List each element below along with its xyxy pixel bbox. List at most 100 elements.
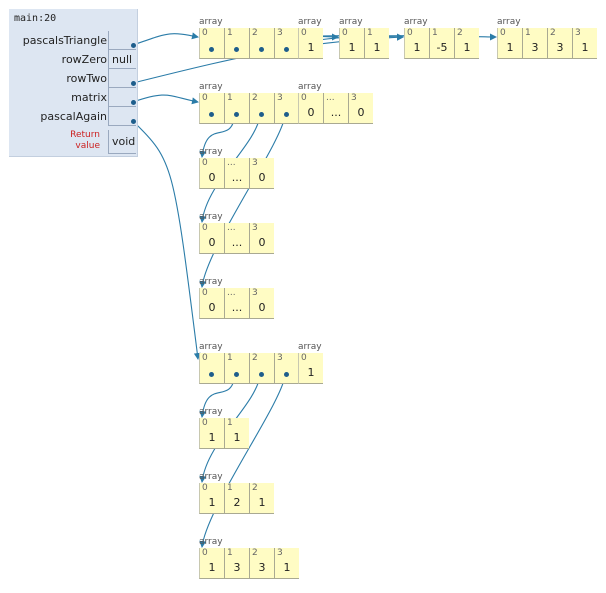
array-type-label: array <box>199 82 223 92</box>
cell-index: 2 <box>252 28 258 38</box>
array-type-label: array <box>404 17 428 27</box>
cell-index: 0 <box>202 483 208 493</box>
array-type-label: array <box>298 82 322 92</box>
arrow-pa-outer-3-to-pa-row3 <box>199 375 286 548</box>
cell-value: ... <box>231 171 243 184</box>
pointer-dot <box>234 47 239 52</box>
array-cell: 3 <box>274 93 299 124</box>
pointer-dot <box>209 372 214 377</box>
cell-index: 0 <box>202 353 208 363</box>
frame-var-pascalsTriangle: pascalsTriangle <box>9 31 138 50</box>
cell-value: -5 <box>436 41 448 54</box>
cell-index: 3 <box>252 158 258 168</box>
frame-var-rowTwo: rowTwo <box>9 69 138 88</box>
pointer-dot <box>284 372 289 377</box>
cell-index: 1 <box>525 28 531 38</box>
cell-index: 3 <box>277 353 283 363</box>
cell-value: 3 <box>258 561 266 574</box>
cell-index: ... <box>227 288 236 298</box>
cell-value: 1 <box>463 41 471 54</box>
pointer-dot <box>131 100 136 105</box>
cell-index: 1 <box>227 28 233 38</box>
cell-value: 3 <box>233 561 241 574</box>
var-slot <box>108 31 136 50</box>
cell-value: ... <box>231 236 243 249</box>
cell-index: 0 <box>342 28 348 38</box>
cell-index: 1 <box>227 353 233 363</box>
cell-value: 1 <box>348 41 356 54</box>
pointer-dot <box>131 81 136 86</box>
arrow-matrix-to-mx-outer <box>132 94 199 105</box>
pointer-dot <box>284 112 289 117</box>
pointer-dot <box>259 112 264 117</box>
cell-index: 0 <box>301 353 307 363</box>
frame-var-matrix: matrix <box>9 88 138 107</box>
array-cell: ...... <box>224 223 249 254</box>
var-name: pascalAgain <box>40 110 107 123</box>
array-type-label: array <box>298 17 322 27</box>
pointer-dot <box>234 372 239 377</box>
cell-index: 3 <box>575 28 581 38</box>
cell-index: ... <box>326 93 335 103</box>
cell-value: ... <box>231 301 243 314</box>
frame-title: main:20 <box>14 13 57 24</box>
cell-value: ... <box>330 106 342 119</box>
cell-index: 2 <box>252 93 258 103</box>
var-slot: null <box>108 50 136 69</box>
cell-value: 1 <box>506 41 514 54</box>
array-cell: 2 <box>249 353 274 384</box>
array-type-label: array <box>199 277 223 287</box>
cell-value: 1 <box>581 41 589 54</box>
cell-value: 1 <box>373 41 381 54</box>
array-cell: 0 <box>199 353 224 384</box>
var-name: matrix <box>71 91 107 104</box>
cell-index: 2 <box>252 353 258 363</box>
frame-var-pascalAgain: pascalAgain <box>9 107 138 126</box>
cell-value: 0 <box>208 236 216 249</box>
cell-index: 0 <box>407 28 413 38</box>
array-cell: ...... <box>323 93 348 124</box>
cell-index: 2 <box>252 548 258 558</box>
cell-value: 0 <box>208 301 216 314</box>
arrow-pascalAgain-to-pa-outer <box>132 120 201 360</box>
cell-value: 1 <box>413 41 421 54</box>
cell-index: 1 <box>227 483 233 493</box>
cell-index: 3 <box>351 93 357 103</box>
cell-value: 1 <box>307 366 315 379</box>
array-cell: 1 <box>224 28 249 59</box>
cell-index: ... <box>227 223 236 233</box>
array-cell: 1 <box>224 353 249 384</box>
cell-value: 0 <box>258 301 266 314</box>
cell-index: 0 <box>500 28 506 38</box>
cell-index: 1 <box>367 28 373 38</box>
array-type-label: array <box>339 17 363 27</box>
cell-value: 0 <box>357 106 365 119</box>
array-type-label: array <box>497 17 521 27</box>
pointer-dot <box>259 372 264 377</box>
cell-index: 1 <box>432 28 438 38</box>
cell-index: 1 <box>227 93 233 103</box>
